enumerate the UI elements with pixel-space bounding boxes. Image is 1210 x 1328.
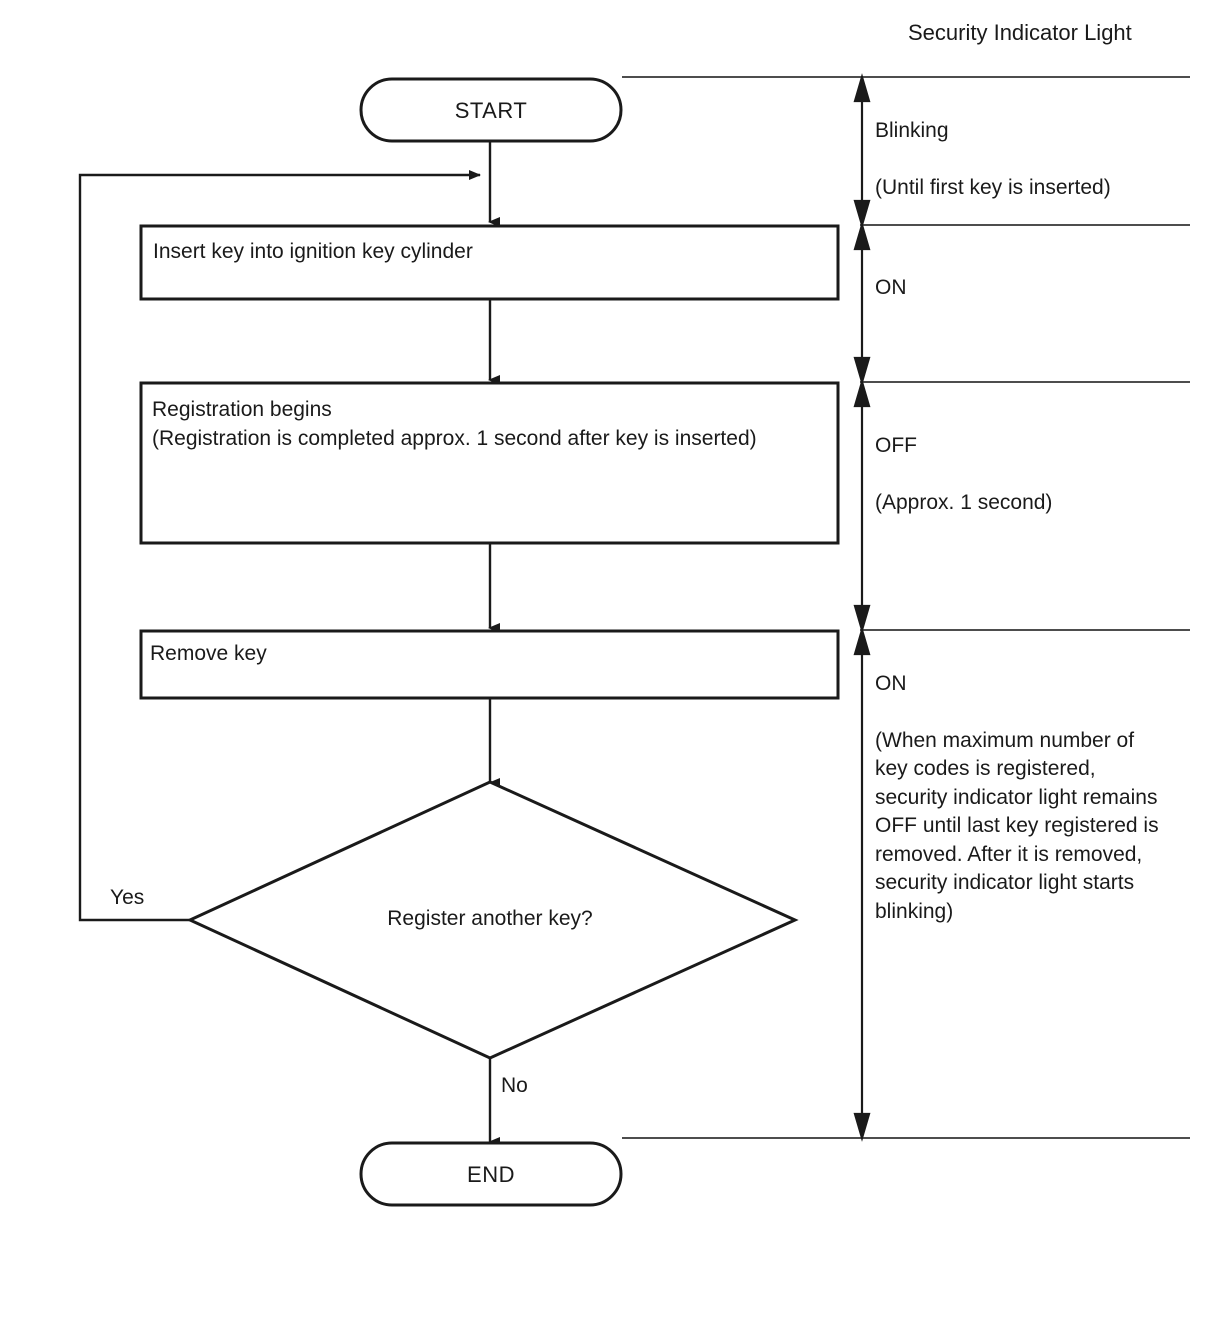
- timeline-arrowhead-off-down: [853, 604, 871, 634]
- indicator-state-on-2-detail: (When maximum number of key codes is reg…: [875, 728, 1159, 923]
- branch-label-yes: Yes: [110, 886, 145, 909]
- timeline-arrowhead-blinking-up: [853, 73, 871, 103]
- timeline-arrowhead-blinking-down: [853, 199, 871, 229]
- timeline-arrowhead-off-up: [853, 378, 871, 408]
- registration-node-shape: [139, 381, 840, 545]
- indicator-state-on-1: ON: [875, 245, 907, 331]
- page-title: Security Indicator Light: [908, 20, 1132, 45]
- start-node-shape: [359, 77, 623, 143]
- connector-group: [78, 142, 500, 1147]
- end-node-label: END: [467, 1162, 515, 1187]
- connector-yes-loop: [78, 170, 481, 922]
- remove-key-node-label: Remove key: [150, 642, 267, 665]
- indicator-state-off: OFF (Approx. 1 second): [875, 403, 1052, 546]
- indicator-state-on-1-state: ON: [875, 275, 907, 299]
- indicator-state-blinking-detail: (Until first key is inserted): [875, 175, 1111, 199]
- timeline-arrowhead-on2-up: [853, 626, 871, 656]
- remove-key-node-shape: [139, 629, 840, 700]
- timeline-arrowhead-on2-down: [853, 1112, 871, 1142]
- timeline-arrowhead-on1-up: [853, 221, 871, 251]
- indicator-state-off-detail: (Approx. 1 second): [875, 490, 1053, 514]
- indicator-state-on-2-state: ON: [875, 671, 907, 695]
- indicator-state-blinking-state: Blinking: [875, 118, 949, 142]
- registration-node-label-line1: Registration begins: [152, 398, 332, 421]
- end-node-shape: [359, 1141, 623, 1207]
- decision-node-shape: [186, 780, 799, 1060]
- insert-key-node-label: Insert key into ignition key cylinder: [153, 240, 473, 263]
- timeline-arrowhead-on1-down: [853, 356, 871, 386]
- indicator-divider-group: [622, 76, 1190, 1139]
- start-node-label: START: [454, 98, 528, 123]
- indicator-state-blinking: Blinking (Until first key is inserted): [875, 88, 1111, 231]
- registration-node-label-line2: (Registration is completed approx. 1 sec…: [152, 427, 757, 450]
- decision-node-label: Register another key?: [387, 907, 593, 930]
- insert-key-node-shape: [139, 224, 840, 301]
- branch-label-no: No: [501, 1074, 528, 1097]
- indicator-state-off-state: OFF: [875, 433, 917, 457]
- indicator-timeline-group: [853, 73, 871, 1142]
- indicator-state-on-2: ON (When maximum number of key codes is …: [875, 641, 1159, 955]
